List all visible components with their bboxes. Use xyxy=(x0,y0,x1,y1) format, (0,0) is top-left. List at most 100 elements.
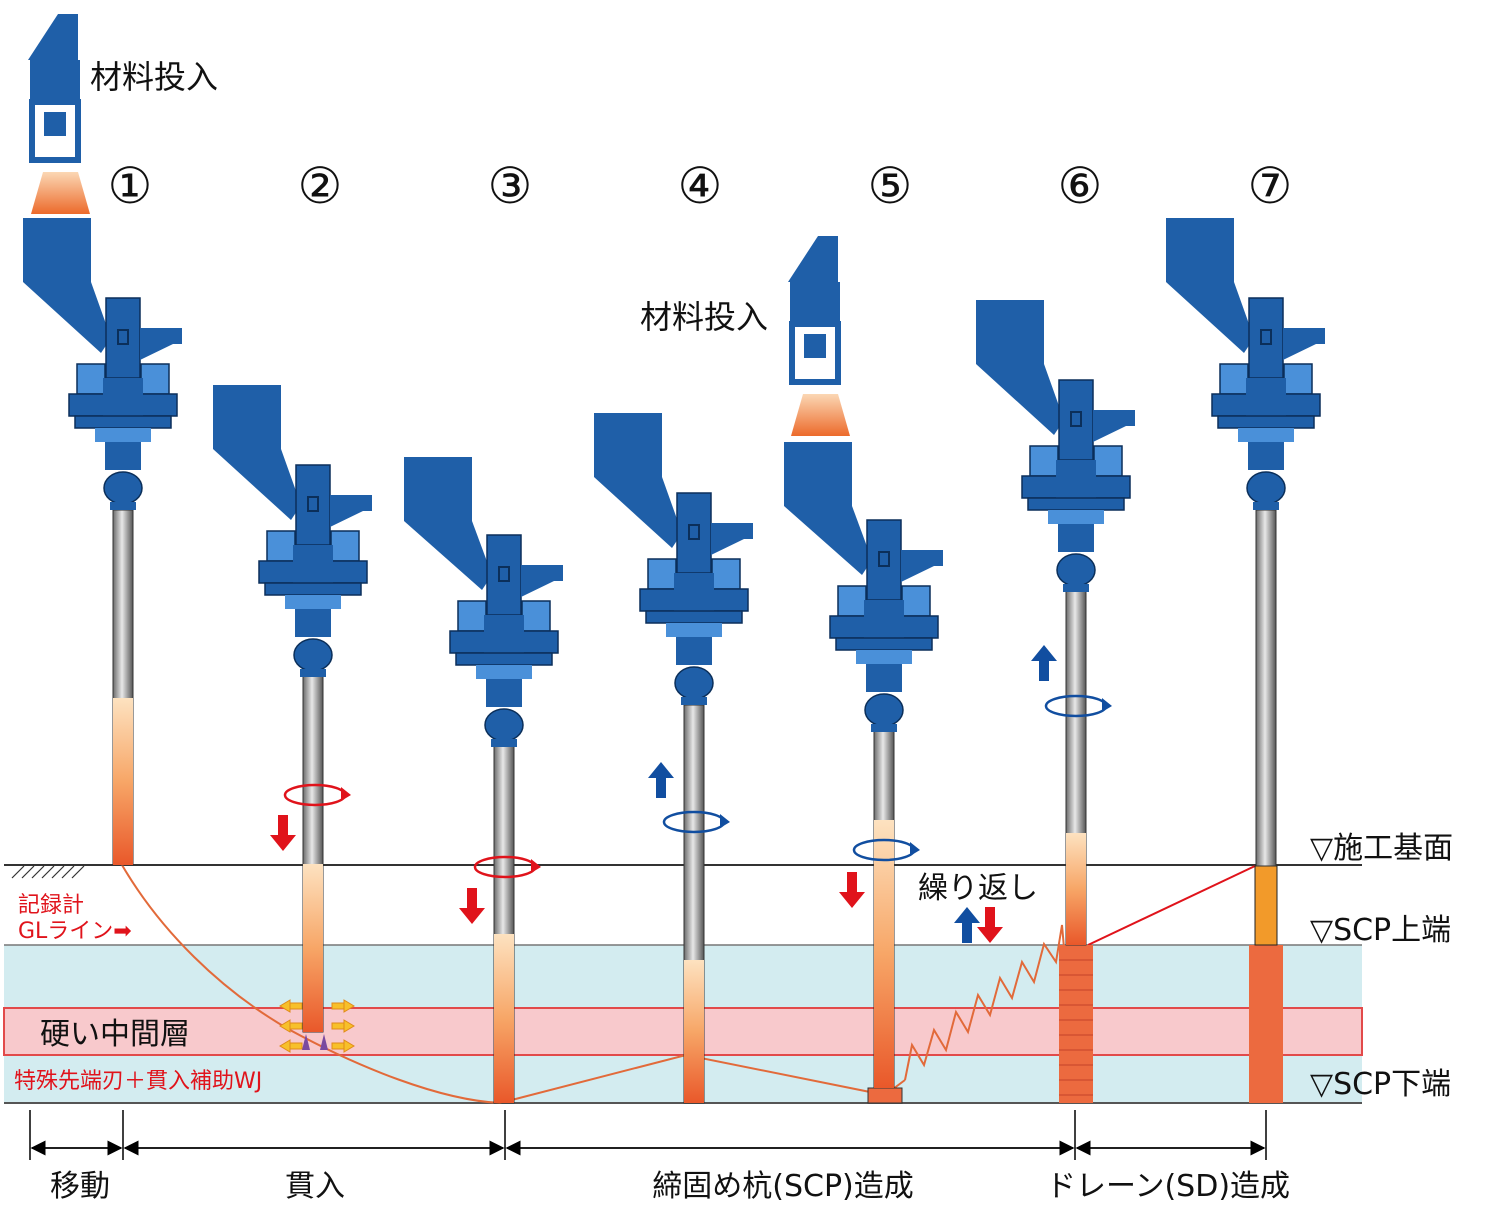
casing-pipe-4 xyxy=(683,704,705,1104)
motor xyxy=(647,558,677,590)
ground-hatch xyxy=(11,865,85,879)
up-arrow-6 xyxy=(1031,645,1057,681)
pile-brick-pattern xyxy=(1059,959,1093,1096)
up-arrow-4 xyxy=(648,762,674,798)
phase-penetration: 貫入 xyxy=(285,1169,345,1204)
step-number-6: ⑥ xyxy=(1058,157,1103,215)
motor xyxy=(330,530,360,562)
step-number-1: ① xyxy=(108,157,153,215)
step-numbers: ① ② ③ ④ ⑤ ⑥ ⑦ xyxy=(108,157,1293,215)
sand-fill-5 xyxy=(874,820,894,1088)
motor xyxy=(1029,445,1059,477)
down-arrow-repeat xyxy=(977,907,1003,943)
casing-pipe-7 xyxy=(1255,509,1277,867)
casing-pipe-2 xyxy=(302,674,324,1033)
step-number-7: ⑦ xyxy=(1248,157,1293,215)
top-material-label: 材料投入 xyxy=(90,58,218,96)
casing-pipe-3 xyxy=(493,744,515,1104)
phase-dimension-lines xyxy=(29,1110,1267,1160)
vibro-machine-6 xyxy=(976,300,1135,592)
scp-pile-step7 xyxy=(1249,945,1283,1103)
step-number-5: ⑤ xyxy=(868,157,913,215)
hopper-chute xyxy=(976,364,1064,435)
rotation-arrow-6 xyxy=(1044,694,1112,718)
special-tip-label: 特殊先端刃＋貫入補助WJ xyxy=(14,1069,262,1094)
hopper-chute xyxy=(594,477,682,548)
phase-sd-construction: ドレーン(SD)造成 xyxy=(1046,1169,1290,1204)
hopper-chute xyxy=(213,449,301,520)
material-funnel-icon-step5 xyxy=(791,394,850,436)
rotation-arrow-3 xyxy=(473,855,541,879)
casing-pipe-6 xyxy=(1065,589,1087,946)
hopper-chute xyxy=(1166,282,1254,353)
sand-fill-1 xyxy=(113,698,133,865)
vibro-machine-5 xyxy=(784,442,943,732)
down-arrow-2 xyxy=(270,815,296,851)
hopper-chute xyxy=(23,282,111,353)
casing-pipe-1 xyxy=(112,509,134,866)
motor xyxy=(521,600,551,632)
down-arrow-5 xyxy=(839,872,865,908)
motor xyxy=(1093,445,1123,477)
ground-level-label: ▽施工基面 xyxy=(1310,831,1453,866)
phase-scp-construction: 締固め杭(SCP)造成 xyxy=(652,1169,914,1204)
material-hopper-icon-step5 xyxy=(788,236,841,385)
vibro-machine-4 xyxy=(594,413,753,705)
down-arrow-3 xyxy=(459,888,485,924)
hard-intermediate-layer xyxy=(3,1007,1363,1056)
motor xyxy=(76,363,106,395)
step-number-2: ② xyxy=(298,157,343,215)
scp-top-label: ▽SCP上端 xyxy=(1310,913,1451,948)
hopper-box xyxy=(23,218,91,282)
pile-base-step5 xyxy=(867,1087,903,1104)
vibro-machine-7 xyxy=(1166,218,1325,510)
rotation-arrow-4 xyxy=(662,810,730,834)
vibro-machine-2 xyxy=(213,385,372,677)
motion-arrows xyxy=(270,645,1112,943)
vibro-machine-1 xyxy=(23,218,182,510)
hopper-box xyxy=(213,385,281,449)
hopper-chute xyxy=(784,506,872,575)
hopper-chute xyxy=(404,521,492,590)
hopper-box xyxy=(404,457,472,521)
casing-pipes xyxy=(112,509,1277,1104)
scp-pile-step6 xyxy=(1059,945,1093,1103)
step-number-3: ③ xyxy=(488,157,533,215)
step5-material-label: 材料投入 xyxy=(640,298,768,336)
hopper-box xyxy=(976,300,1044,364)
phase-move: 移動 xyxy=(50,1169,110,1204)
hopper-box xyxy=(1166,218,1234,282)
recorder-gl-line xyxy=(121,864,906,1105)
hopper-box xyxy=(784,442,852,506)
tip-side-arrows xyxy=(279,999,355,1053)
hopper-box xyxy=(594,413,662,477)
motor xyxy=(711,558,741,590)
material-funnel-icon xyxy=(31,172,90,214)
casing-pipe-5 xyxy=(873,729,895,1089)
motor xyxy=(457,600,487,632)
sand-fill-6 xyxy=(1066,833,1086,945)
motor xyxy=(266,530,296,562)
up-arrow-repeat xyxy=(954,907,980,943)
rotation-arrow-5 xyxy=(852,838,920,862)
step-number-4: ④ xyxy=(678,157,723,215)
motor xyxy=(837,585,867,617)
motor xyxy=(1219,363,1249,395)
sand-fill-3 xyxy=(494,934,514,1103)
repeat-zigzag-line xyxy=(904,924,1076,1081)
sand-fill-4 xyxy=(684,960,704,1103)
vibro-machine-3 xyxy=(404,457,563,747)
sand-fill-2 xyxy=(303,864,323,1032)
rotation-arrow-2 xyxy=(283,783,351,807)
drain-step7 xyxy=(1254,865,1278,946)
material-hopper-icon xyxy=(28,14,81,163)
motor xyxy=(901,585,931,617)
repeat-label: 繰り返し xyxy=(918,871,1038,906)
machines xyxy=(23,218,1325,747)
hard-layer-label: 硬い中間層 xyxy=(40,1017,190,1052)
motor xyxy=(1283,363,1313,395)
scp-bottom-label: ▽SCP下端 xyxy=(1310,1067,1451,1102)
gl-line-label: GLライン➡ xyxy=(18,919,132,944)
recorder-label: 記録計 xyxy=(18,893,84,918)
